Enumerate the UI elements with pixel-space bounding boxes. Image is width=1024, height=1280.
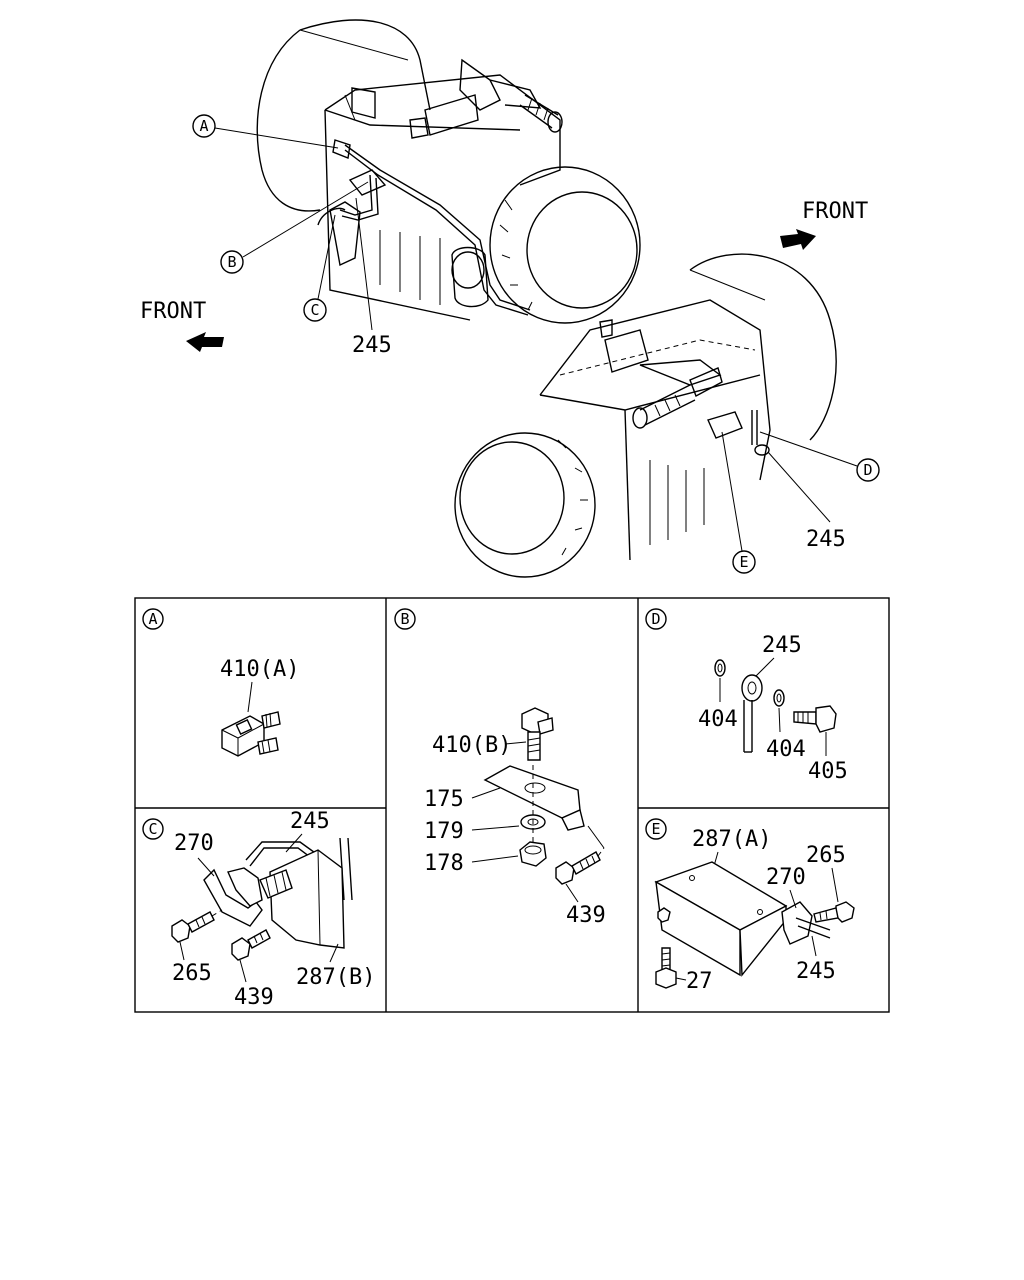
- transmission-upper-left: [256, 19, 641, 324]
- part-270e-label: 270: [766, 865, 806, 890]
- detail-panel-b: B 410(B) 175 179 178 439: [394, 608, 606, 928]
- part-265e-label: 265: [806, 843, 846, 868]
- part-179-label: 179: [424, 819, 464, 844]
- part-410b-label: 410(B): [432, 733, 511, 758]
- part-270c-label: 270: [174, 831, 214, 856]
- part-287a-label: 287(A): [692, 827, 771, 852]
- part-27-label: 27: [686, 969, 713, 994]
- svg-text:D: D: [651, 610, 660, 628]
- detail-panel-a: A 410(A): [142, 608, 299, 757]
- callout-d: D: [856, 458, 880, 482]
- front-arrow-left: [186, 332, 224, 352]
- callout-e: E: [732, 550, 756, 574]
- leader-245-right: [767, 451, 831, 523]
- front-label-right: FRONT: [802, 199, 868, 224]
- detail-grid: [134, 597, 890, 1013]
- part-439b-label: 439: [566, 903, 606, 928]
- part-175-label: 175: [424, 787, 464, 812]
- leader-d: [759, 431, 858, 467]
- part-245d-label: 245: [762, 633, 802, 658]
- part-404a-label: 404: [698, 707, 738, 732]
- svg-text:A: A: [148, 610, 157, 628]
- callout-b: B: [220, 250, 244, 274]
- callout-a: A: [192, 114, 216, 138]
- svg-text:E: E: [651, 820, 660, 838]
- svg-text:C: C: [310, 301, 319, 319]
- part-404b-label: 404: [766, 737, 806, 762]
- detail-panel-c: C 270 245 265 439 287(B): [142, 809, 375, 1010]
- part-287b-label: 287(B): [296, 965, 375, 990]
- part-245c-label: 245: [290, 809, 330, 834]
- svg-text:C: C: [148, 820, 157, 838]
- part-178-label: 178: [424, 851, 464, 876]
- svg-text:B: B: [400, 610, 409, 628]
- front-label-left: FRONT: [140, 299, 206, 324]
- part-405-label: 405: [808, 759, 848, 784]
- label-245-right: 245: [806, 527, 846, 552]
- detail-panel-e: E 287(A) 265 270 245 27: [645, 818, 855, 994]
- label-245-left: 245: [352, 333, 392, 358]
- svg-text:B: B: [227, 253, 236, 271]
- leader-c: [317, 214, 336, 300]
- svg-text:D: D: [863, 461, 872, 479]
- part-265c-label: 265: [172, 961, 212, 986]
- detail-panel-d: D 245 404 404 405: [645, 608, 848, 784]
- front-arrow-right: [780, 229, 816, 250]
- leader-b: [242, 181, 369, 258]
- leader-e: [721, 431, 743, 552]
- part-245e-label: 245: [796, 959, 836, 984]
- part-410a-label: 410(A): [220, 657, 299, 682]
- leader-245-left: [355, 197, 373, 331]
- part-439c-label: 439: [234, 985, 274, 1010]
- callout-c: C: [303, 298, 327, 322]
- svg-text:A: A: [199, 117, 208, 135]
- svg-text:E: E: [739, 553, 748, 571]
- transmission-lower-right: [454, 253, 837, 578]
- leader-a: [214, 127, 339, 149]
